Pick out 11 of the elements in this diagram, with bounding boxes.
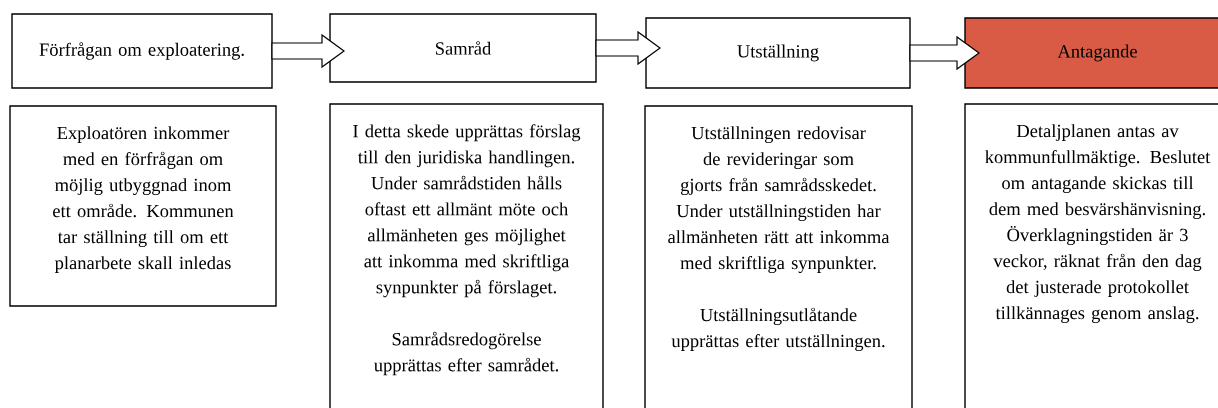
block-arrow <box>595 30 662 66</box>
stage-box: Antagande <box>964 17 1218 89</box>
stage-box: Förfrågan om exploatering. <box>11 13 273 89</box>
stage-box: Utställning <box>645 17 911 89</box>
description-box: Utställningen redovisar de revideringar som gjorts från samrådsskedet. Under utställningstiden har allmänheten rätt att inkomma med skriftliga synpunkter. Utställningsutlåtande upprättas efter utställningen. <box>644 105 913 408</box>
block-arrow <box>271 33 346 69</box>
description-box: I detta skede upprättas förslag till den juridiska handlingen. Under samrådstiden hålls oftast ett allmänt möte och allmänheten ges möjlighet att inkomma med skriftliga synpunkter på förslaget. Samrådsredogörelse upprättas efter samrådet. <box>329 103 604 408</box>
stage-box: Samråd <box>329 13 597 83</box>
description-box: Exploatören inkommer med en förfrågan om möjlig utbyggnad inom ett område. Kommunen tar ställning till om ett planarbete skall inledas <box>9 105 277 307</box>
description-box: Detaljplanen antas av kommunfullmäktige. Beslutet om antagande skickas till dem med besvärshänvisning. Överklagningstiden är 3 veckor, räknat från den dag det justerade protokollet tillkännages genom anslag. <box>964 103 1218 408</box>
block-arrow <box>909 35 981 71</box>
